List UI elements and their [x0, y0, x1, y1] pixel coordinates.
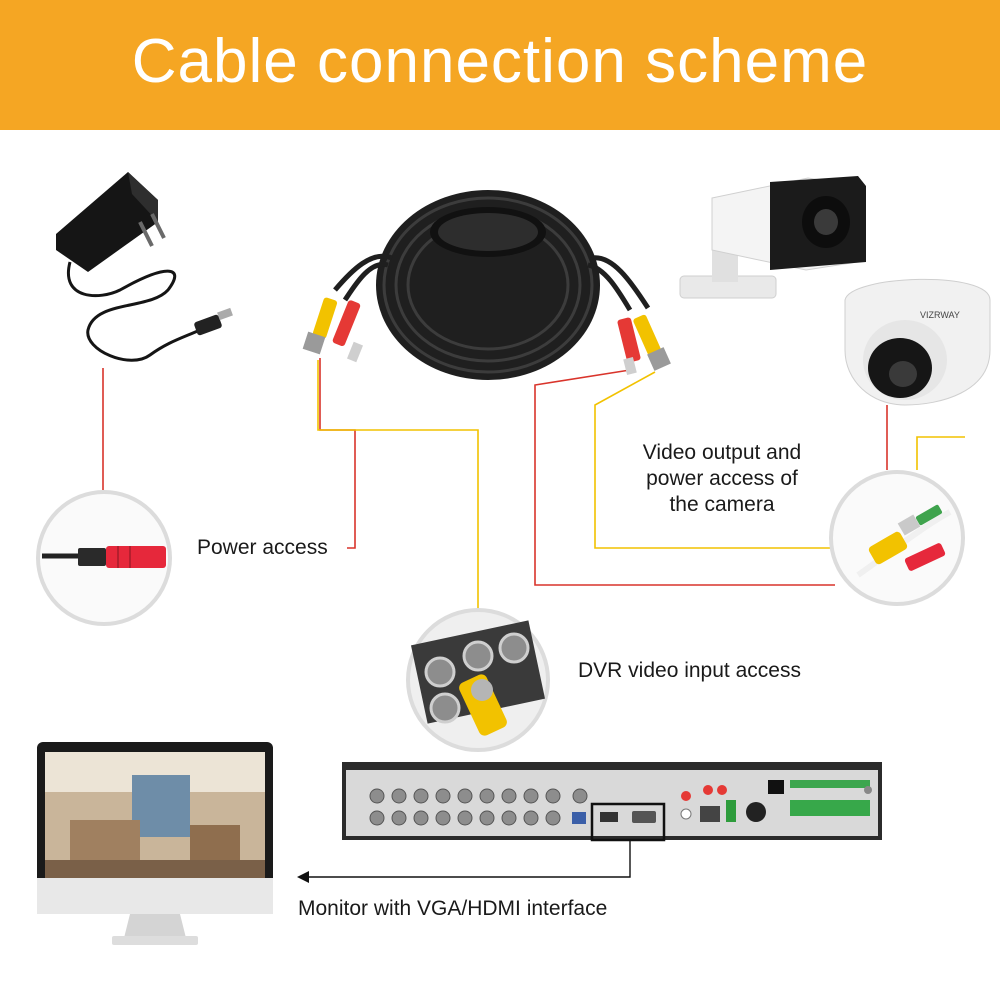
dome-camera-icon: VIZRWAY — [844, 278, 991, 406]
bnc-inputs — [369, 788, 588, 826]
title-banner: Cable connection scheme — [0, 0, 1000, 130]
video-line-cable-right — [594, 371, 830, 549]
arrow-head-icon — [297, 871, 309, 883]
bullet-camera-icon — [679, 176, 866, 299]
dvr-bnc-zoom — [406, 608, 550, 752]
monitor-line — [305, 840, 631, 878]
dvr-recorder-icon — [342, 762, 882, 842]
camera-output-line-3: the camera — [669, 493, 775, 516]
connection-lines — [102, 358, 965, 883]
power-adapter-icon — [56, 172, 233, 362]
dvr-input-label: DVR video input access — [578, 659, 801, 682]
power-access-label: Power access — [197, 536, 328, 559]
power-plug-zoom — [36, 490, 172, 626]
video-line-cable-left — [317, 360, 479, 612]
monitor-label: Monitor with VGA/HDMI interface — [298, 897, 608, 920]
camera-output-line-2: power access of — [646, 467, 798, 490]
siamese-cable-icon — [302, 190, 671, 380]
monitor-icon — [37, 742, 273, 945]
camera-brand-label: VIZRWAY — [920, 310, 960, 320]
page-title: Cable connection scheme — [131, 27, 869, 96]
camera-output-label: Video output and power access of the cam… — [612, 440, 832, 518]
camera-output-line-1: Video output and — [642, 441, 802, 464]
connection-diagram: VIZRWAY — [36, 172, 991, 945]
power-line-cable-left — [319, 358, 356, 549]
video-line-camera — [916, 436, 965, 470]
power-line-cable-right — [534, 369, 835, 586]
camera-connector-zoom — [829, 470, 965, 606]
